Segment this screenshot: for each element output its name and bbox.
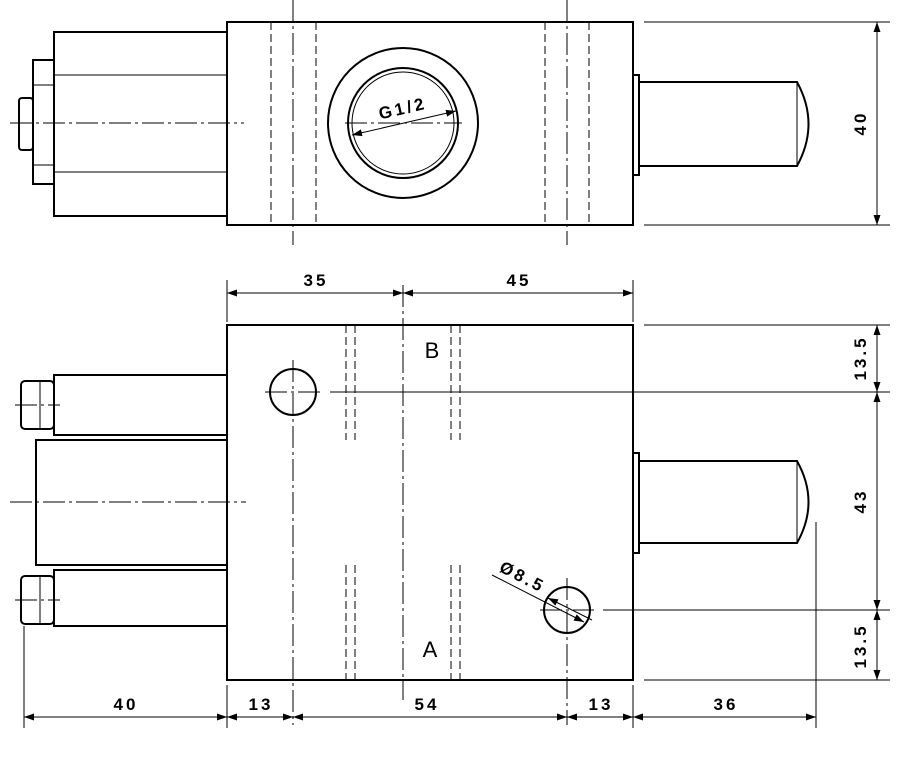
top-view-left-solenoid: [53, 31, 228, 217]
top-view: G1/2 40: [10, 0, 890, 245]
port-thread: [347, 67, 459, 179]
front-view-body: [226, 324, 634, 681]
front-view-plunger: [639, 460, 810, 544]
dim-right-upper: 13.5: [851, 335, 870, 380]
dim-top-left: 35: [304, 271, 329, 290]
dim-right-lower: 13.5: [851, 623, 870, 668]
dim-height-top-view: 40: [851, 111, 870, 136]
dim-right-middle: 43: [851, 489, 870, 514]
dim-top-right: 45: [507, 271, 532, 290]
front-view-solenoid-upper: [53, 374, 228, 436]
dim-bottom-5: 36: [714, 695, 739, 714]
port-boss: [327, 47, 479, 199]
front-view: B A Ø8.5 35 45: [10, 271, 890, 728]
dim-bottom-3: 54: [415, 695, 440, 714]
top-view-cap: [18, 97, 34, 151]
port-b-label: B: [425, 338, 440, 363]
port-a-label: A: [423, 637, 438, 662]
front-view-solenoid-lower: [53, 569, 228, 627]
top-view-plunger: [639, 81, 810, 167]
dim-bottom-4: 13: [589, 695, 614, 714]
dim-bottom-2: 13: [249, 695, 274, 714]
dim-bottom-1: 40: [114, 695, 139, 714]
